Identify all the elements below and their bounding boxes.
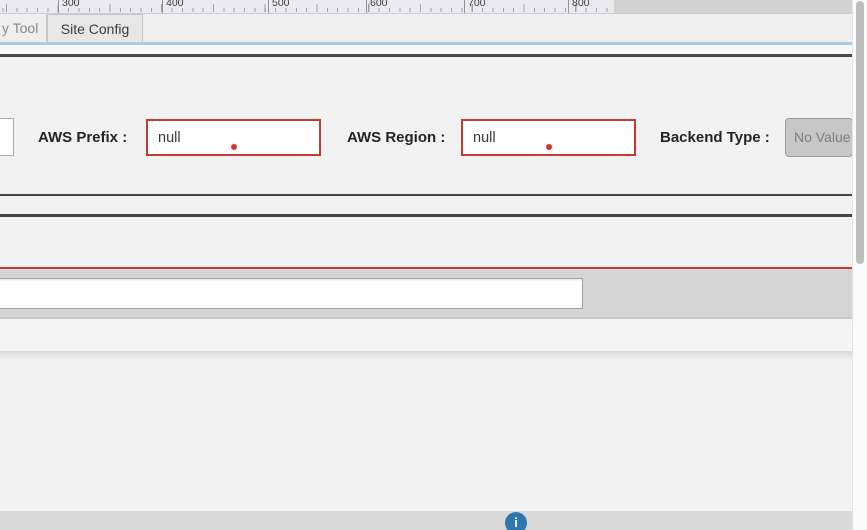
form-section-background [0,57,852,194]
section-divider [0,54,852,57]
error-dot-icon [230,144,237,150]
horizontal-ruler: 300 400 500 600 700 800 [0,0,614,14]
tab-label: y Tool [2,20,39,36]
section-divider [0,194,852,196]
ruler-label: 800 [568,0,590,13]
backend-type-label: Backend Type : [660,129,770,146]
aws-prefix-label: AWS Prefix : [38,129,128,146]
tab-underline [0,42,852,45]
vertical-scrollbar-thumb[interactable] [856,1,864,264]
ruler-label: 300 [58,0,80,13]
ruler-label: 400 [162,0,184,13]
ruler-right-spacer [614,0,852,14]
collapsed-section [0,196,852,214]
ruler-label: 700 [464,0,486,13]
error-dot-icon [545,144,552,150]
tab-site-config[interactable]: Site Config [47,14,143,42]
header-strip [0,45,852,54]
tab-tool[interactable]: y Tool [0,14,47,42]
left-edge-input[interactable] [0,118,14,156]
error-divider [0,267,852,269]
ruler-label: 500 [268,0,290,13]
toolbar-text-input[interactable] [0,278,583,309]
aws-region-field-wrapper [461,119,636,156]
vertical-scrollbar-track[interactable] [852,0,867,530]
info-icon[interactable]: i [505,512,527,530]
tab-label: Site Config [60,20,130,37]
aws-prefix-field-wrapper [146,119,321,156]
collapsed-section [0,217,852,267]
ruler-label: 600 [366,0,388,13]
section-divider [0,214,852,217]
tab-bar: y Tool Site Config [0,14,852,42]
ruler-medium-ticks [0,4,614,12]
aws-region-label: AWS Region : [347,129,446,146]
collapsed-section [0,321,852,351]
footer-bar [0,510,852,530]
backend-type-dropdown[interactable]: No Value [785,118,853,157]
empty-content-area [0,351,852,510]
